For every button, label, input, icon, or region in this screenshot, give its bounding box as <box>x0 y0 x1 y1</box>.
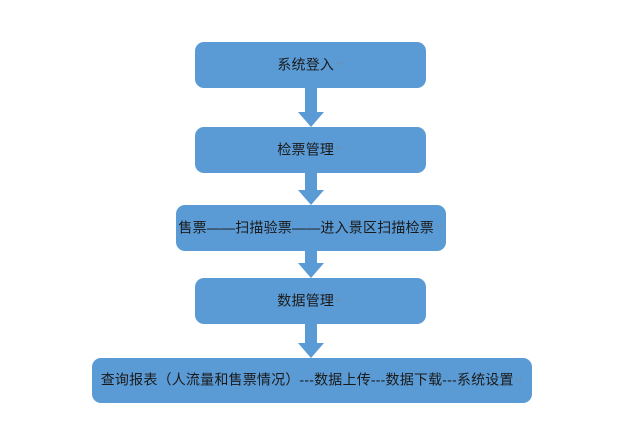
arrow-glyph-icon <box>298 88 324 127</box>
flow-node-data-management[interactable]: 数据管理↵ <box>195 278 426 324</box>
paragraph-mark-icon: ↵ <box>514 374 524 386</box>
flow-node-label: 系统登入 <box>277 56 335 73</box>
flow-node-label: 数据管理 <box>277 292 335 309</box>
flow-node-reports-upload-download-settings[interactable]: 查询报表（人流量和售票情况）---数据上传---数据下载---系统设置↵ <box>92 358 532 403</box>
flow-node-label: 查询报表（人流量和售票情况）---数据上传---数据下载---系统设置 <box>100 371 514 388</box>
flow-node-ticket-check-management[interactable]: 检票管理↵ <box>195 127 426 173</box>
arrow-data-management-to-reports <box>298 324 324 358</box>
paragraph-mark-icon: ↵ <box>435 222 444 233</box>
paragraph-mark-icon: ↵ <box>335 144 344 155</box>
flow-node-label: 售票——扫描验票——进入景区扫描检票 <box>178 219 434 236</box>
arrow-login-to-ticket-check <box>298 88 324 127</box>
arrow-glyph-icon <box>298 324 324 358</box>
arrow-sales-flow-to-data-management <box>298 250 324 278</box>
paragraph-mark-icon: ↵ <box>335 295 344 306</box>
arrow-ticket-check-to-sales-flow <box>298 172 324 205</box>
arrow-glyph-icon <box>298 250 324 278</box>
flow-node-ticket-sales-scan-flow[interactable]: 售票——扫描验票——进入景区扫描检票↵ <box>176 205 446 251</box>
paragraph-mark-icon: ↵ <box>335 59 344 70</box>
flow-node-system-login[interactable]: 系统登入↵ <box>195 42 426 88</box>
arrow-glyph-icon <box>298 172 324 205</box>
flow-node-label: 检票管理 <box>277 141 335 158</box>
